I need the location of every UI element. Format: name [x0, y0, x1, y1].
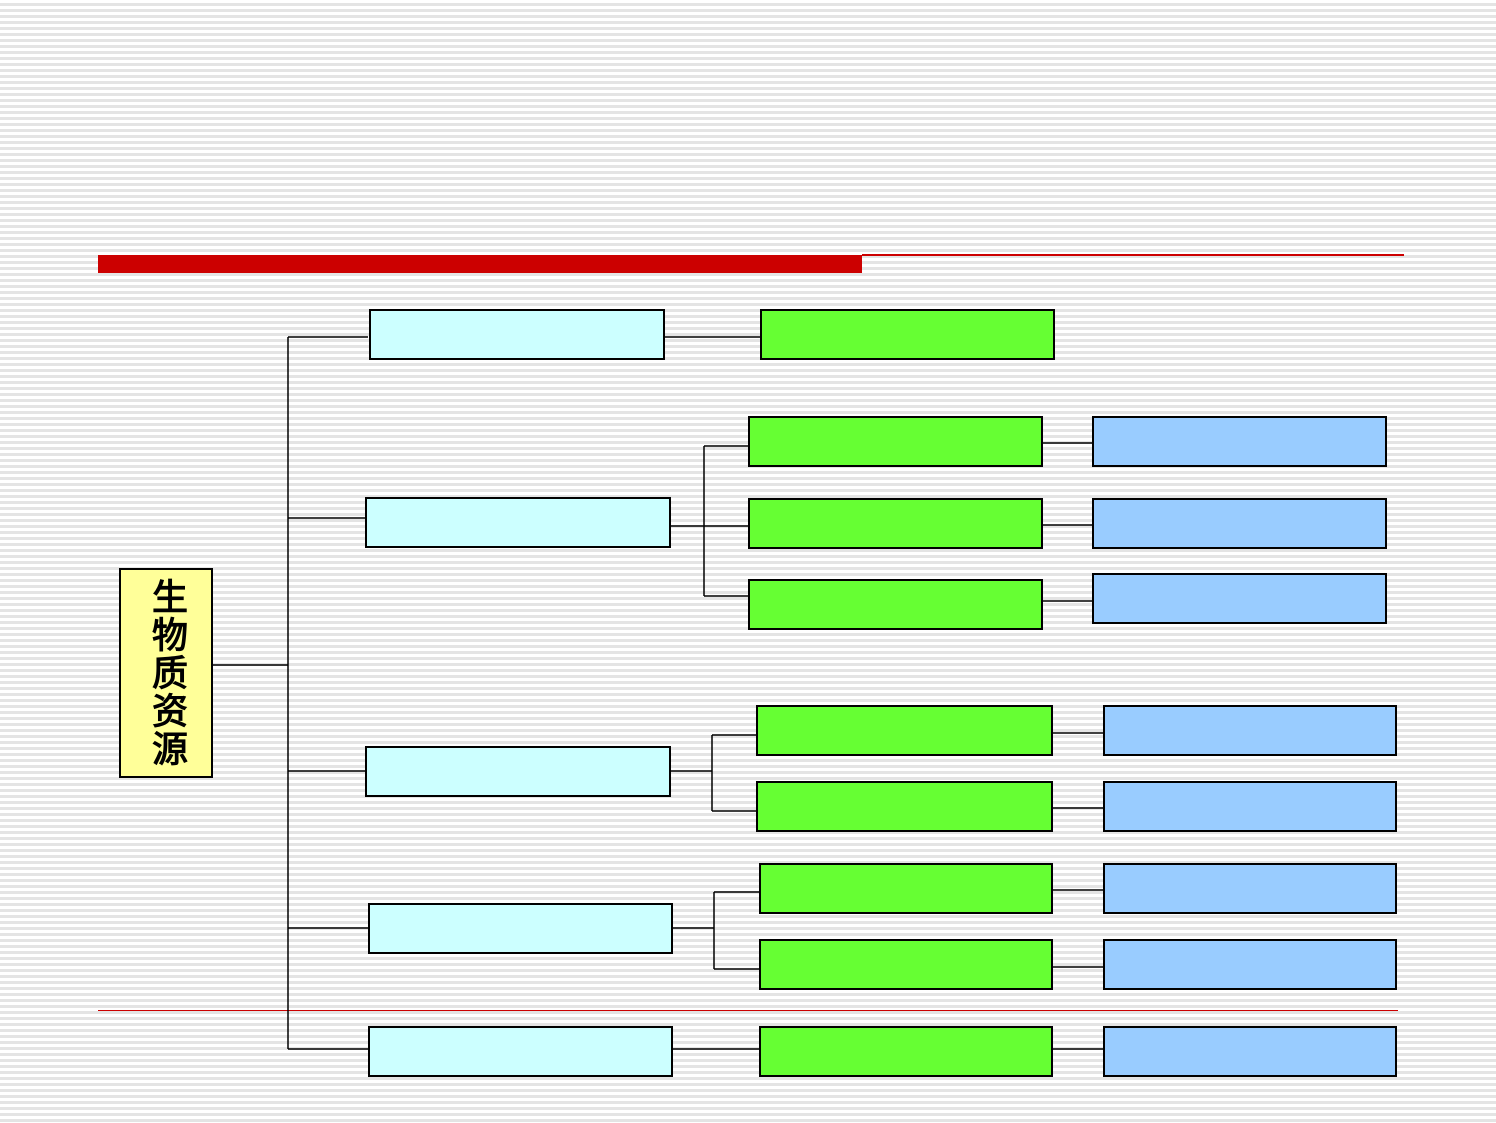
title-accent-bar	[98, 255, 862, 273]
level2-node-8	[759, 939, 1053, 990]
root-label: 生物质资源	[146, 578, 187, 768]
level2-node-9	[759, 1026, 1053, 1077]
level3-node-4	[1103, 705, 1397, 756]
level3-node-1	[1092, 416, 1387, 467]
title-accent-line	[862, 254, 1404, 256]
level1-node-5	[368, 1026, 673, 1077]
level2-node-5	[756, 705, 1053, 756]
level1-node-2	[365, 497, 671, 548]
level3-node-7	[1103, 939, 1397, 990]
level3-node-6	[1103, 863, 1397, 914]
level2-node-1	[760, 309, 1055, 360]
level2-node-3	[748, 498, 1043, 549]
level1-node-1	[369, 309, 665, 360]
level3-node-5	[1103, 781, 1397, 832]
level2-node-7	[759, 863, 1053, 914]
level2-node-2	[748, 416, 1043, 467]
level2-node-6	[756, 781, 1053, 832]
level3-node-3	[1092, 573, 1387, 624]
level1-node-3	[365, 746, 671, 797]
footer-accent-line	[98, 1010, 1398, 1011]
level1-node-4	[368, 903, 673, 954]
root-node: 生物质资源	[119, 568, 213, 778]
level2-node-4	[748, 579, 1043, 630]
level3-node-2	[1092, 498, 1387, 549]
level3-node-8	[1103, 1026, 1397, 1077]
